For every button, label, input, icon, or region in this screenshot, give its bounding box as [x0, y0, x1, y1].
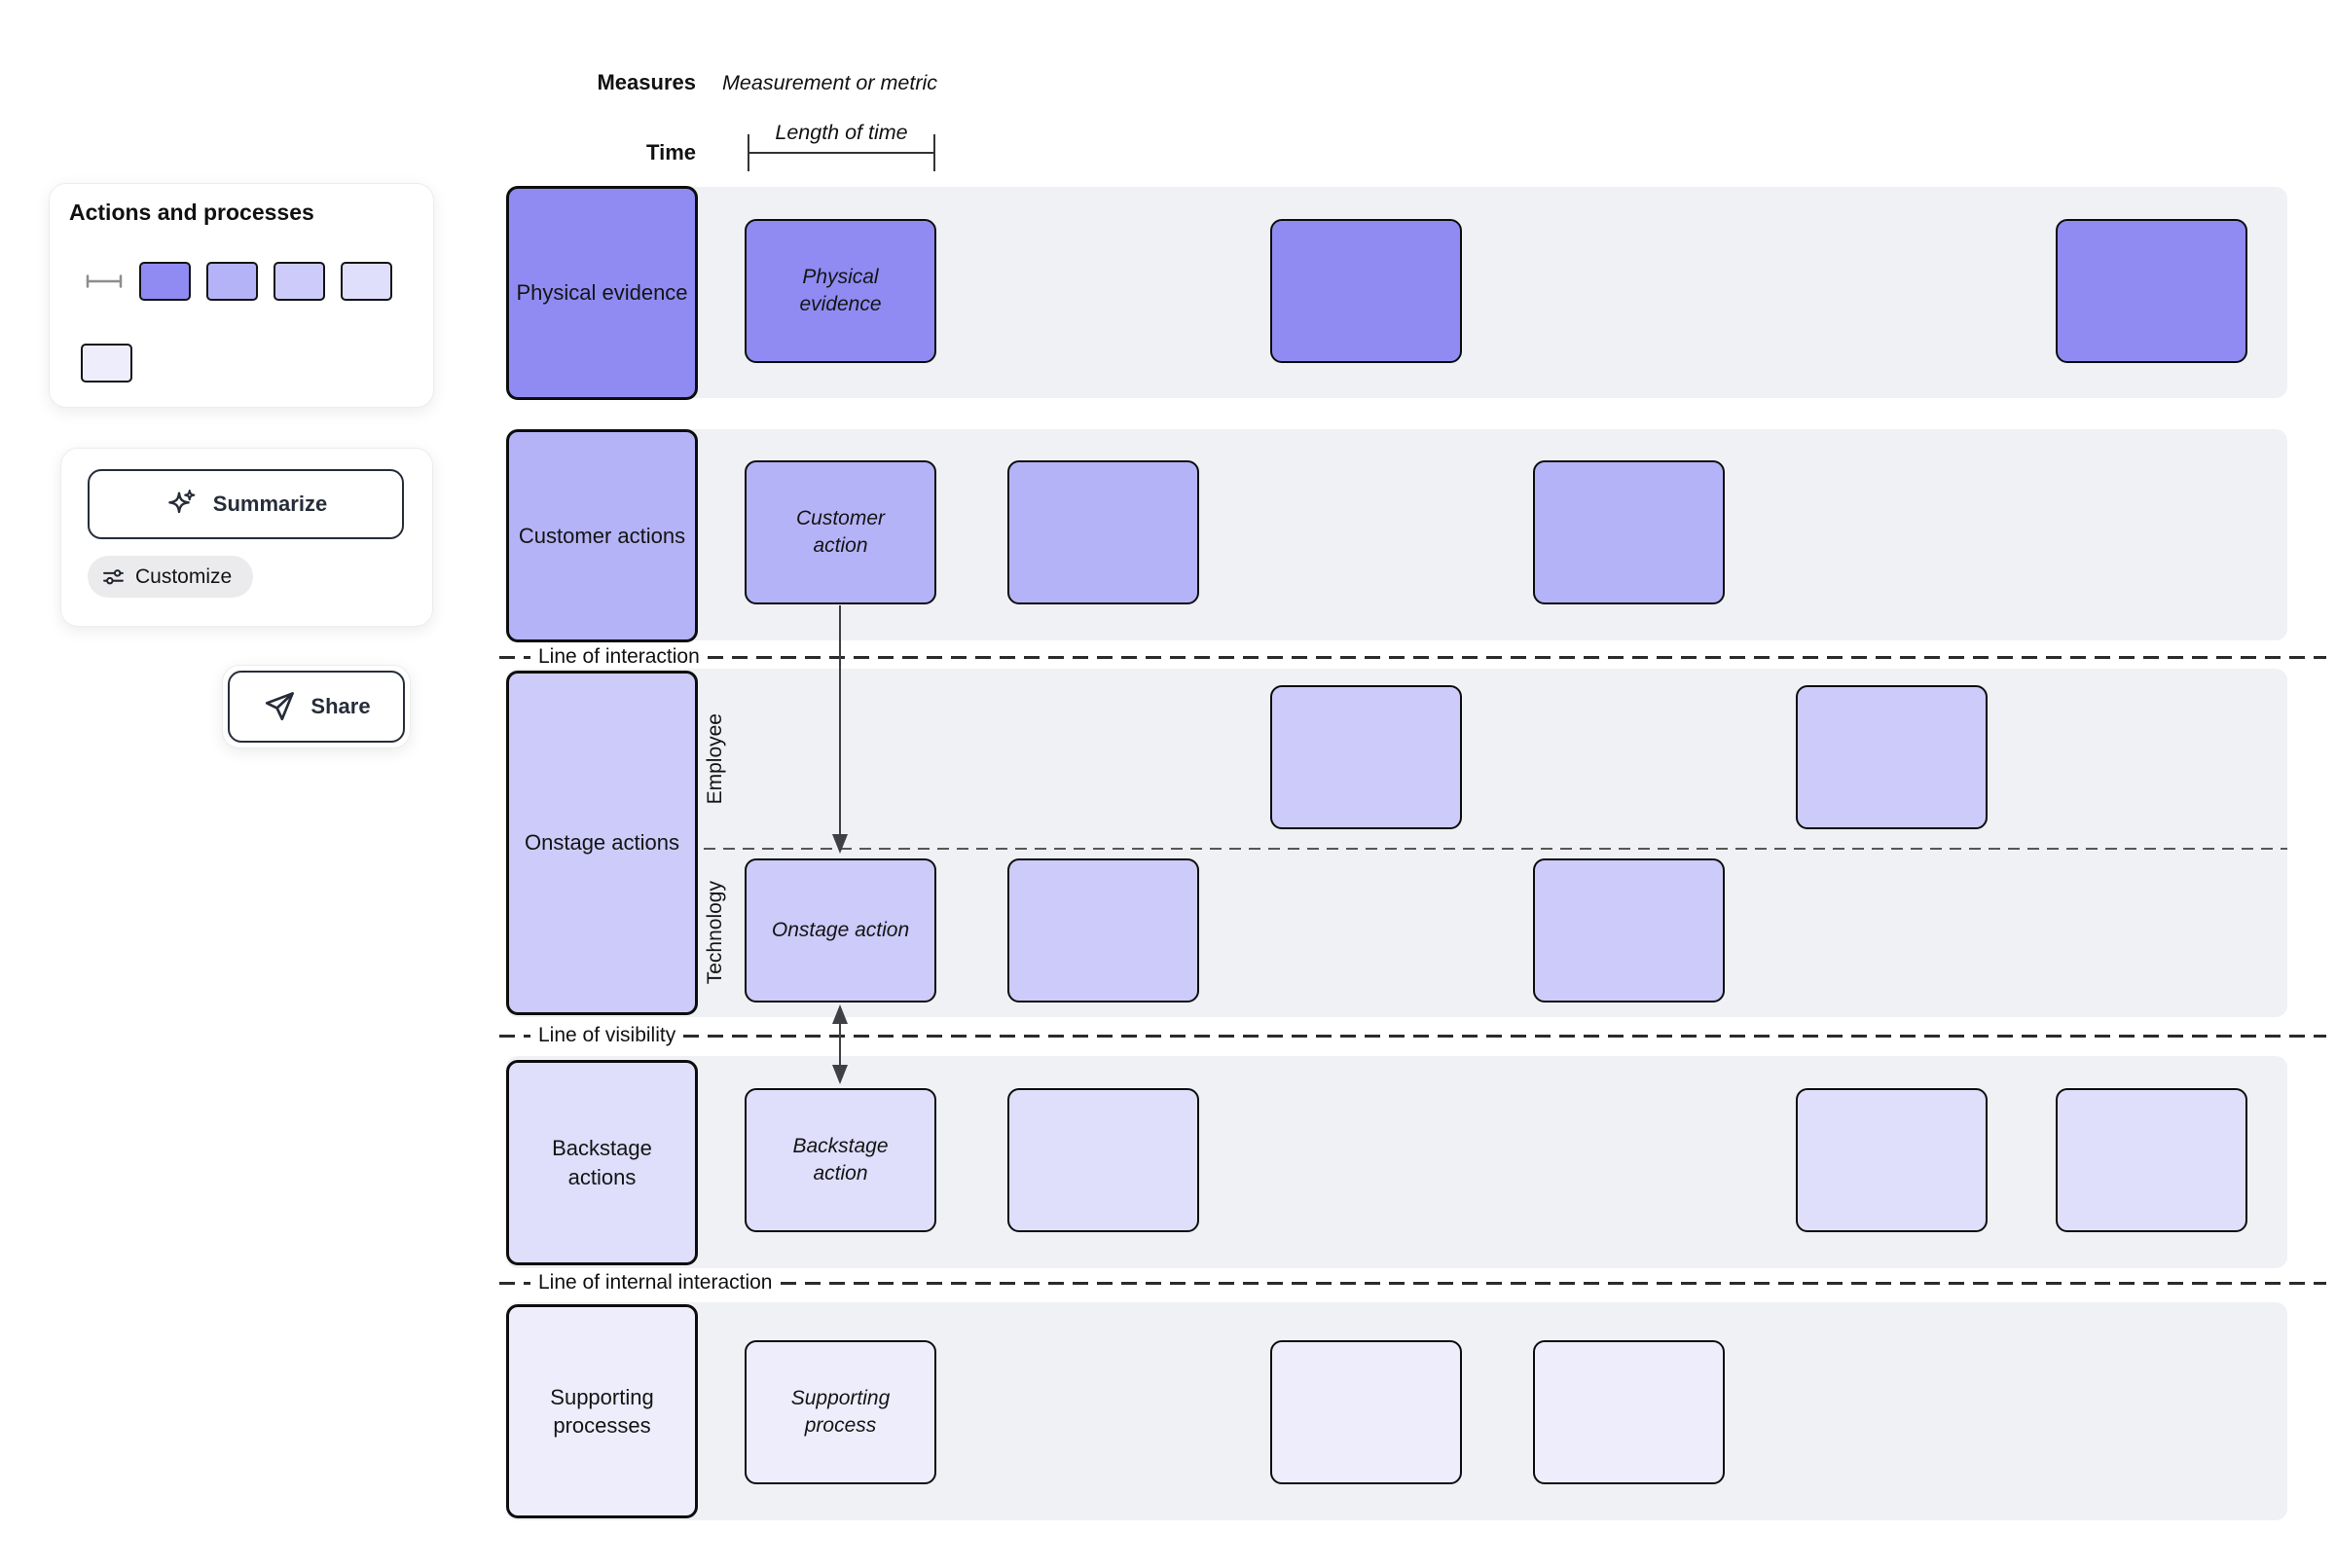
- sublane-label-technology: Technology: [699, 849, 732, 1017]
- row-label-box-backstage-actions[interactable]: Backstage actions: [506, 1060, 698, 1265]
- paper-plane-icon: [262, 689, 297, 724]
- separator-dash: [707, 655, 2326, 659]
- sublane-label-text: Technology: [704, 881, 726, 985]
- separator-line-of-interaction: Line of interaction: [499, 644, 2326, 670]
- separator-dash: [499, 1034, 530, 1038]
- empty-action-box-supporting-processes[interactable]: [1533, 1340, 1725, 1484]
- summarize-label: Summarize: [212, 492, 328, 516]
- empty-action-box-onstage-actions[interactable]: [1007, 858, 1199, 1003]
- action-box-backstage-actions[interactable]: Backstage action: [745, 1088, 936, 1232]
- empty-action-box-physical-evidence[interactable]: [2056, 219, 2247, 363]
- customize-button[interactable]: Customize: [88, 556, 254, 598]
- legend-swatch-onstage-actions-color: [274, 262, 325, 301]
- sublane-label-employee: Employee: [699, 669, 732, 849]
- legend-panel: Actions and processes: [49, 183, 434, 408]
- measure-line-icon: [85, 262, 124, 301]
- separator-dash: [683, 1034, 2326, 1038]
- share-panel: Share: [222, 665, 411, 748]
- time-label: Time: [646, 140, 696, 164]
- sublane-label-text: Employee: [704, 712, 726, 805]
- empty-action-box-backstage-actions[interactable]: [2056, 1088, 2247, 1232]
- empty-action-box-backstage-actions[interactable]: [1796, 1088, 1988, 1232]
- empty-action-box-customer-actions[interactable]: [1007, 460, 1199, 604]
- separator-line-of-visibility: Line of visibility: [499, 1023, 2326, 1048]
- separator-dash: [499, 655, 530, 659]
- legend-swatch-supporting-processes-color: [81, 344, 132, 383]
- separator-line-of-internal-interaction: Line of internal interaction: [499, 1270, 2326, 1295]
- legend-swatch-customer-actions-color: [206, 262, 258, 301]
- row-label-box-customer-actions[interactable]: Customer actions: [506, 429, 698, 642]
- separator-label: Line of visibility: [538, 1024, 676, 1046]
- customize-label: Customize: [135, 565, 233, 588]
- measures-label: Measures: [597, 70, 696, 94]
- time-span-bracket: [748, 134, 935, 171]
- separator-label: Line of interaction: [538, 645, 700, 668]
- empty-action-box-customer-actions[interactable]: [1533, 460, 1725, 604]
- action-box-customer-actions[interactable]: Customer action: [745, 460, 936, 604]
- action-box-supporting-processes[interactable]: Supporting process: [745, 1340, 936, 1484]
- empty-action-box-backstage-actions[interactable]: [1007, 1088, 1199, 1232]
- empty-action-box-onstage-actions[interactable]: [1270, 685, 1462, 829]
- summarize-button[interactable]: Summarize: [88, 469, 404, 539]
- time-value[interactable]: Length of time: [775, 121, 908, 144]
- separator-label: Line of internal interaction: [538, 1271, 773, 1294]
- separator-dash: [780, 1281, 2326, 1285]
- empty-action-box-onstage-actions[interactable]: [1796, 685, 1988, 829]
- action-box-physical-evidence[interactable]: Physical evidence: [745, 219, 936, 363]
- row-label-box-onstage-actions[interactable]: Onstage actions: [506, 671, 698, 1015]
- share-label: Share: [310, 694, 371, 718]
- legend-swatch-backstage-actions-color: [341, 262, 392, 301]
- sublane-divider: [704, 848, 2287, 850]
- empty-action-box-onstage-actions[interactable]: [1533, 858, 1725, 1003]
- empty-action-box-physical-evidence[interactable]: [1270, 219, 1462, 363]
- row-label-box-physical-evidence[interactable]: Physical evidence: [506, 186, 698, 400]
- legend-swatch-row-1: [85, 262, 392, 301]
- legend-swatch-physical-evidence-color: [139, 262, 191, 301]
- legend-title: Actions and processes: [69, 200, 314, 225]
- assist-panel: Summarize Customize: [60, 448, 433, 627]
- sliders-icon: [101, 565, 126, 589]
- sparkles-icon: [164, 488, 198, 521]
- legend-swatch-row-2: [81, 344, 132, 383]
- share-button[interactable]: Share: [228, 671, 405, 743]
- measures-value[interactable]: Measurement or metric: [722, 71, 938, 94]
- empty-action-box-supporting-processes[interactable]: [1270, 1340, 1462, 1484]
- action-box-onstage-actions[interactable]: Onstage action: [745, 858, 936, 1003]
- separator-dash: [499, 1281, 530, 1285]
- row-label-box-supporting-processes[interactable]: Supporting processes: [506, 1304, 698, 1518]
